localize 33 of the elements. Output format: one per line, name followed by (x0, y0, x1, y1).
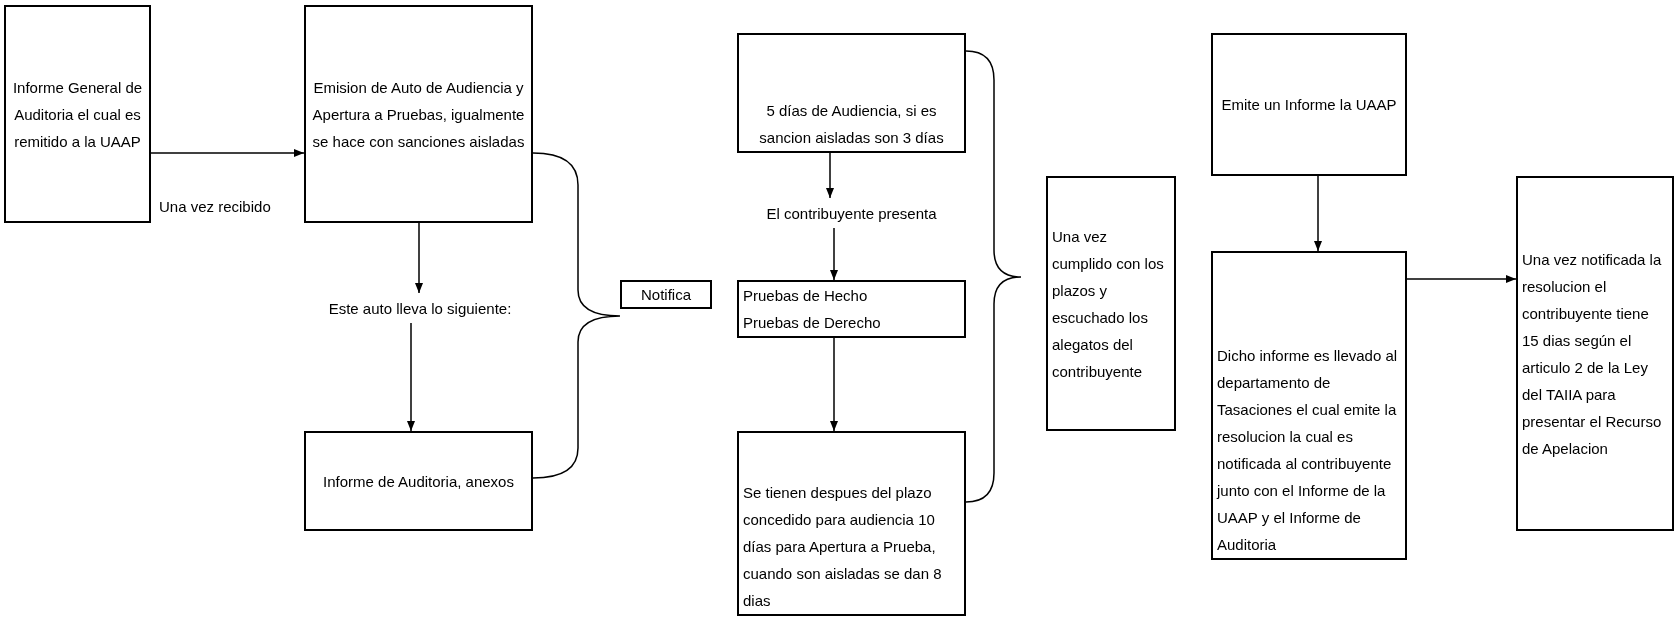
box-text: Notifica (640, 285, 692, 305)
box-text: 5 días de Audiencia, si es sancion aisladas son 3 días (758, 101, 945, 148)
process-box (304, 431, 533, 531)
box-text: Una vez cumplido con los plazos y escuchado los alegatos del contribuyente (1052, 226, 1165, 382)
box-text: Pruebas de Derecho (743, 313, 882, 333)
arrow (1406, 274, 1517, 284)
arrow (829, 227, 839, 281)
process-box (737, 33, 966, 153)
box-text: Emite un Informe la UAAP (1220, 95, 1398, 115)
process-box (1211, 251, 1407, 560)
process-box (1516, 176, 1674, 531)
box-text: Se tienen despues del plazo concedido para audiencia 10 días para Apertura a Prueba, cuando son aisladas se dan 8 dias (743, 483, 943, 611)
arrow (414, 222, 424, 294)
process-box (737, 431, 966, 616)
arrow (829, 337, 839, 432)
process-box (1211, 33, 1407, 176)
box-text: Informe General de Auditoria el cual es remitido a la UAAP (11, 77, 144, 152)
process-box (620, 280, 712, 309)
box-text: Emision de Auto de Audiencia y Apertura a Pruebas, igualmente se hace con sanciones aisladas (311, 77, 526, 152)
arrow (1313, 175, 1323, 252)
arrow (406, 322, 416, 432)
box-text: El contribuyente presenta (765, 203, 938, 224)
arrow (825, 152, 835, 199)
process-box (4, 5, 151, 223)
process-box (737, 280, 966, 338)
process-box (304, 5, 533, 223)
box-text: Dicho informe es llevado al departamento de Tasaciones el cual emite la resolucion la cual es notificada al contribuyente junto con el Informe de la UAAP y el Informe de Auditoria (1217, 346, 1399, 555)
box-text: Este auto lleva lo siguiente: (327, 298, 513, 319)
box-text: Una vez notificada la resolucion el contribuyente tiene 15 dias según el articulo 2 de la Ley del TAIIA para presentar el Recurso de Apelacion (1522, 249, 1663, 459)
process-box (1046, 176, 1176, 431)
arrow (150, 148, 305, 158)
box-text: Informe de Auditoria, anexos (322, 471, 515, 492)
box-text: Pruebas de Hecho (743, 286, 869, 306)
